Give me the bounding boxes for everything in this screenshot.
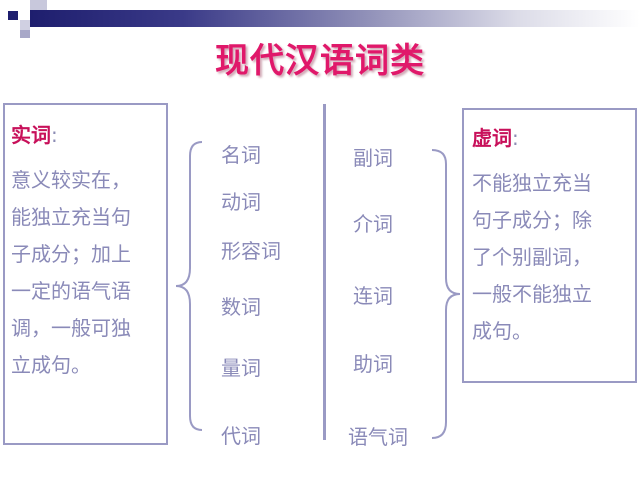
center-divider <box>323 104 326 440</box>
heading-text: 虚词 <box>472 126 512 150</box>
description-line: 子成分；加上 <box>11 242 131 266</box>
description-line: 成句。 <box>472 319 532 343</box>
function-words-description: 不能独立充当 句子成分；除 了个别副词， 一般不能独立 成句。 <box>472 165 635 350</box>
function-words-heading: 虚词: <box>472 122 635 151</box>
word-item-pronoun: 代词 <box>221 424 261 448</box>
description-line: 一般不能独立 <box>472 282 592 306</box>
description-line: 一定的语气语 <box>11 279 131 303</box>
description-line: 句子成分；除 <box>472 208 592 232</box>
word-item-verb: 动词 <box>221 190 261 214</box>
heading-colon: : <box>51 123 58 147</box>
word-item-measure: 量词 <box>221 356 261 380</box>
decor-square-light <box>30 0 47 10</box>
decor-square-mid <box>20 30 30 38</box>
heading-colon: : <box>512 126 519 150</box>
description-line: 意义较实在， <box>11 168 131 192</box>
description-line: 能独立充当句 <box>11 205 131 229</box>
description-line: 立成句。 <box>11 353 91 377</box>
word-item-preposition: 介词 <box>353 212 393 236</box>
description-line: 不能独立充当 <box>472 171 592 195</box>
word-item-numeral: 数词 <box>221 295 261 319</box>
function-words-box: 虚词: 不能独立充当 句子成分；除 了个别副词， 一般不能独立 成句。 <box>462 108 637 383</box>
slide-title: 现代汉语词类 <box>215 41 425 81</box>
content-words-description: 意义较实在， 能独立充当句 子成分；加上 一定的语气语 调，一般可独 立成句。 <box>11 162 166 384</box>
heading-text: 实词 <box>11 123 51 147</box>
word-item-adverb: 副词 <box>353 146 393 170</box>
content-words-heading: 实词: <box>11 119 166 148</box>
decor-square-light <box>20 20 30 30</box>
description-line: 调，一般可独 <box>11 316 131 340</box>
description-line: 了个别副词， <box>472 245 592 269</box>
right-curly-brace-icon <box>431 149 461 439</box>
left-curly-brace-icon <box>175 141 203 431</box>
content-words-box: 实词: 意义较实在， 能独立充当句 子成分；加上 一定的语气语 调，一般可独 立… <box>3 103 168 445</box>
word-item-conjunction: 连词 <box>353 284 393 308</box>
word-item-modal-particle: 语气词 <box>348 425 408 449</box>
header-gradient-bar <box>30 10 640 27</box>
decor-square-dark <box>8 11 18 20</box>
word-item-noun: 名词 <box>221 143 261 167</box>
word-item-particle: 助词 <box>353 352 393 376</box>
word-item-adjective: 形容词 <box>221 239 281 263</box>
